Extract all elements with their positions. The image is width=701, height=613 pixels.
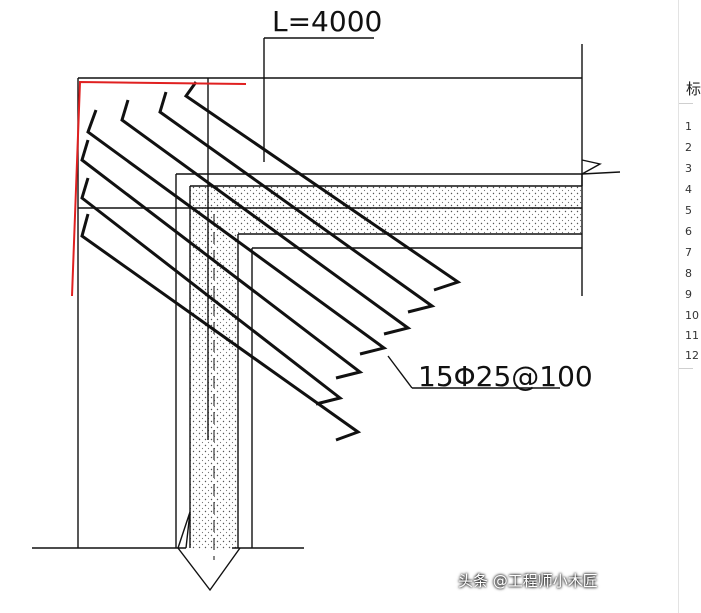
structure-outline <box>32 37 621 592</box>
slab-top-band <box>176 174 582 186</box>
length-label: L=4000 <box>272 5 382 38</box>
side-panel-row: 4 <box>685 183 692 196</box>
rebar-2 <box>158 91 436 314</box>
side-panel-row: 1 <box>685 120 692 133</box>
side-panel-row: 6 <box>685 225 692 238</box>
rebar-spec-label: 15Φ25@100 <box>418 360 593 393</box>
side-panel-row: 9 <box>685 288 692 301</box>
side-panel-row: 3 <box>685 162 692 175</box>
side-panel: 标 1 2 3 4 5 6 7 8 9 10 11 12 <box>678 0 701 613</box>
side-panel-row: 10 <box>685 309 699 322</box>
rebar-1 <box>183 81 462 292</box>
highlight-outline <box>71 80 247 297</box>
rebar-6 <box>80 177 344 406</box>
side-panel-row: 5 <box>685 204 692 217</box>
rebar-4 <box>86 109 388 356</box>
side-panel-heading: 标 <box>686 80 701 98</box>
rebar-3 <box>120 99 412 336</box>
side-panel-row: 12 <box>685 349 699 362</box>
watermark-text: 头条 @工程师小木匠 <box>458 572 598 590</box>
slab-concrete-core <box>190 186 582 234</box>
side-panel-divider <box>679 103 693 104</box>
rebar-5 <box>80 139 364 380</box>
side-panel-row: 7 <box>685 246 692 259</box>
side-panel-row: 11 <box>685 329 699 342</box>
side-panel-row: 8 <box>685 267 692 280</box>
side-panel-row: 2 <box>685 141 692 154</box>
diagonal-rebars <box>80 81 462 442</box>
rebar-7 <box>80 213 362 442</box>
side-panel-bottom-divider <box>679 368 693 369</box>
